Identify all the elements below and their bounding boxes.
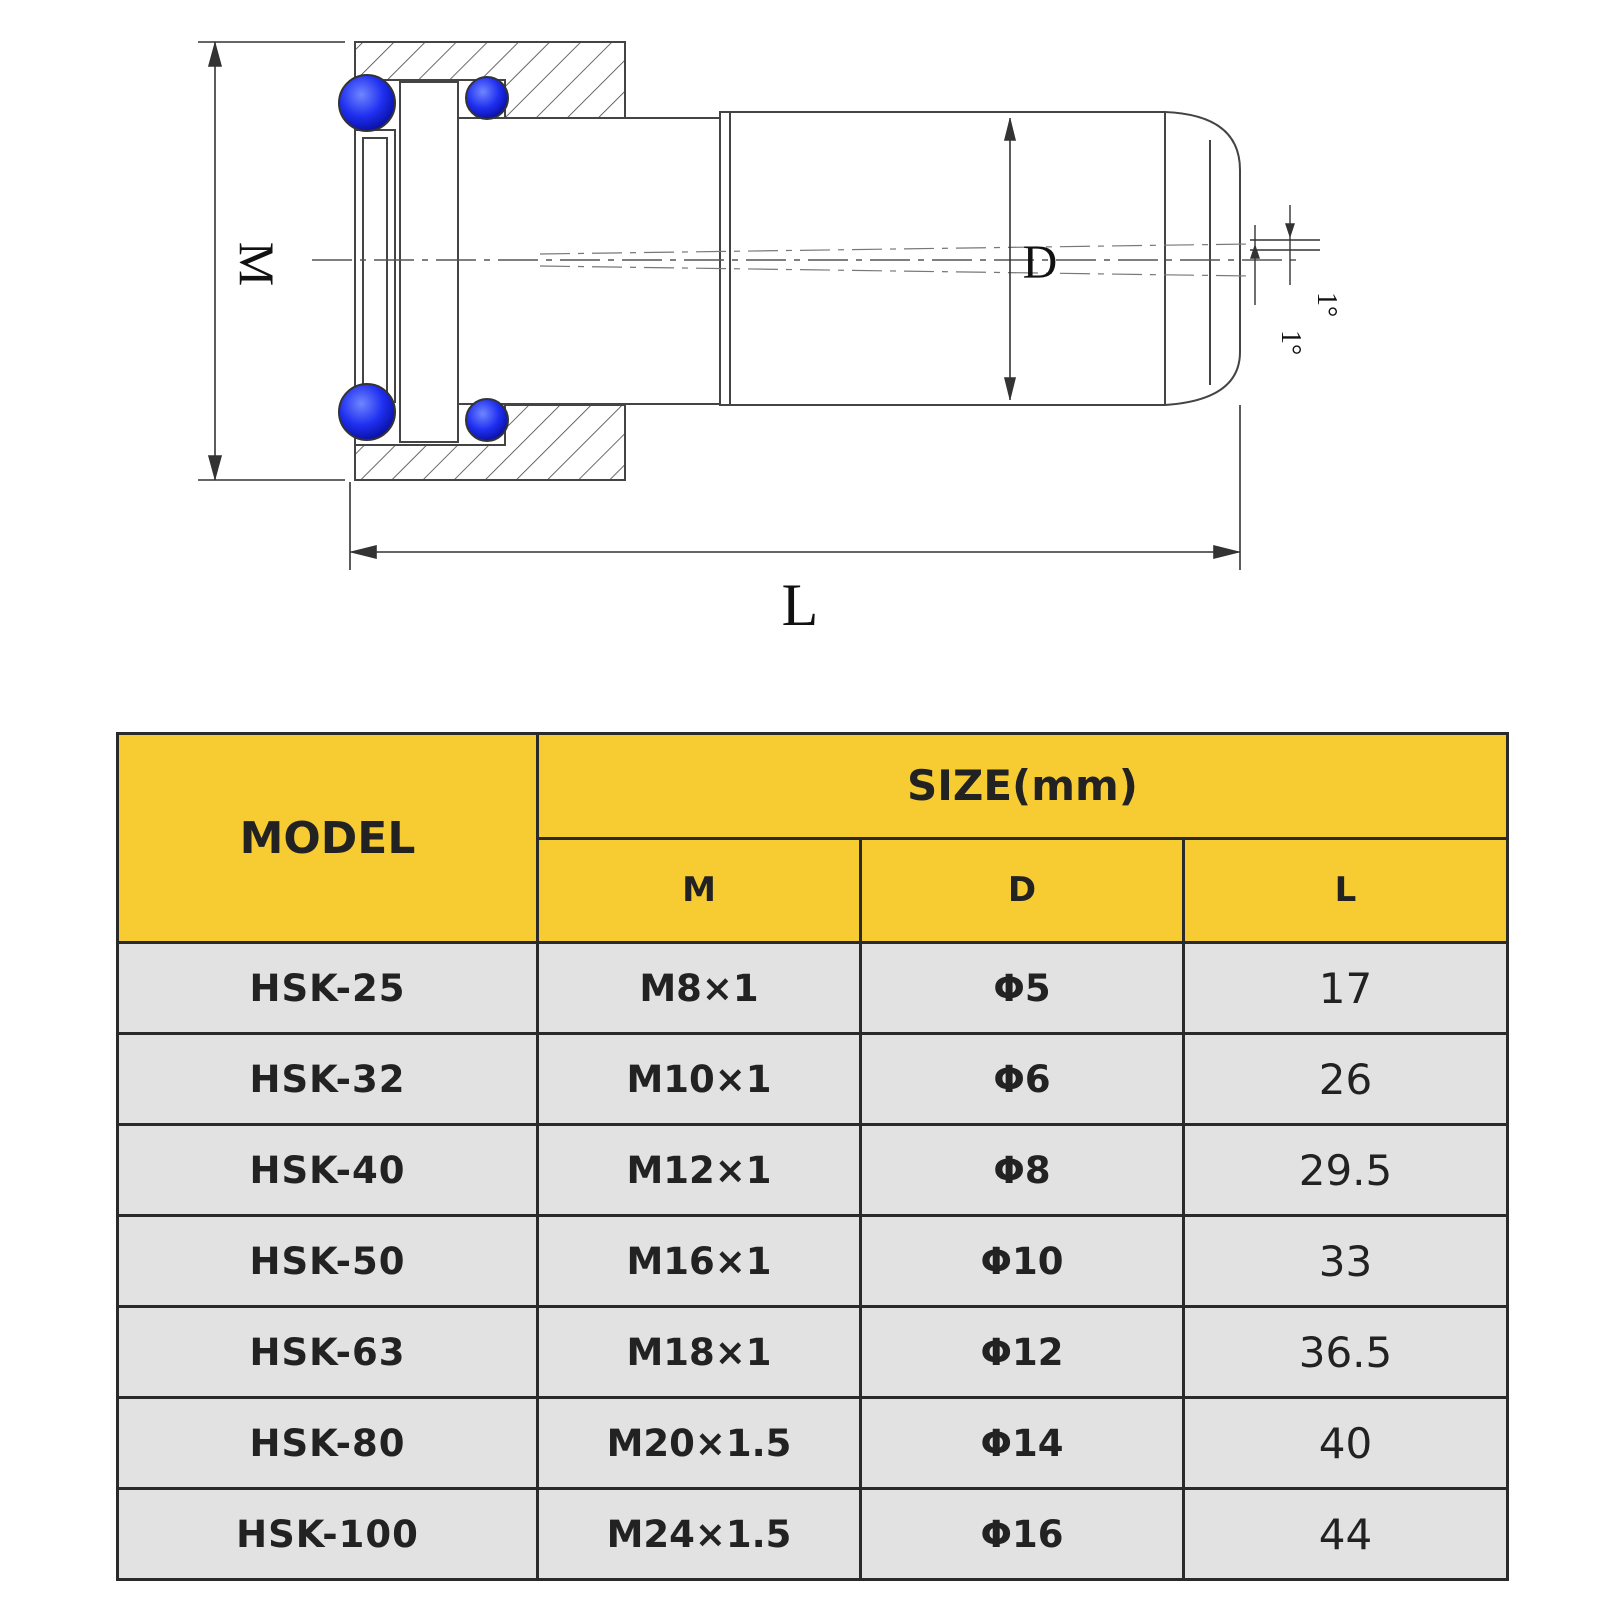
table-row: HSK-80 M20×1.5 Φ14 40 (116, 1396, 1509, 1490)
m-dimension (198, 40, 345, 482)
cell-model: HSK-40 (116, 1123, 539, 1217)
d-dimension-label: D (1023, 236, 1058, 289)
cell-l: 36.5 (1182, 1305, 1509, 1399)
cell-d: Φ5 (859, 941, 1185, 1035)
angle-label-bottom: 1° (1275, 330, 1306, 355)
header-col-l: L (1182, 836, 1509, 944)
cell-m: M10×1 (536, 1032, 862, 1126)
table-row: HSK-100 M24×1.5 Φ16 44 (116, 1487, 1509, 1581)
spec-table: MODEL SIZE(mm) M D L HSK-25 M8×1 Φ5 17 H… (116, 732, 1509, 1581)
seal-ball-bottom-left (338, 383, 396, 441)
cell-model: HSK-50 (116, 1214, 539, 1308)
angle-annotation (1250, 205, 1320, 305)
cell-model: HSK-100 (116, 1487, 539, 1581)
cell-d: Φ14 (859, 1396, 1185, 1490)
table-row: HSK-40 M12×1 Φ8 29.5 (116, 1123, 1509, 1217)
cell-l: 26 (1182, 1032, 1509, 1126)
table-body: HSK-25 M8×1 Φ5 17 HSK-32 M10×1 Φ6 26 HSK… (116, 941, 1509, 1581)
seal-balls (338, 74, 509, 442)
cell-m: M20×1.5 (536, 1396, 862, 1490)
table-row: HSK-32 M10×1 Φ6 26 (116, 1032, 1509, 1126)
cell-model: HSK-32 (116, 1032, 539, 1126)
shaft (719, 111, 1241, 406)
m-dimension-label: M (229, 242, 285, 286)
cell-model: HSK-63 (116, 1305, 539, 1399)
cell-d: Φ12 (859, 1305, 1185, 1399)
seal-ball-top-right (465, 76, 509, 120)
cell-m: M24×1.5 (536, 1487, 862, 1581)
cell-d: Φ16 (859, 1487, 1185, 1581)
l-dimension-label: L (782, 572, 819, 638)
d-dimension (1003, 118, 1017, 400)
cell-l: 17 (1182, 941, 1509, 1035)
table-row: HSK-25 M8×1 Φ5 17 (116, 941, 1509, 1035)
cell-m: M18×1 (536, 1305, 862, 1399)
cell-l: 44 (1182, 1487, 1509, 1581)
cell-m: M16×1 (536, 1214, 862, 1308)
header-col-d: D (859, 836, 1185, 944)
taper-lines (539, 243, 1251, 277)
table-header: MODEL SIZE(mm) M D L (116, 732, 1509, 944)
cell-l: 33 (1182, 1214, 1509, 1308)
l-dimension (349, 405, 1241, 570)
inner-flange (354, 81, 721, 443)
cell-model: HSK-25 (116, 941, 539, 1035)
cell-m: M8×1 (536, 941, 862, 1035)
angle-label-top: 1° (1311, 292, 1342, 317)
header-col-m: M (536, 836, 862, 944)
cell-d: Φ6 (859, 1032, 1185, 1126)
cell-l: 40 (1182, 1396, 1509, 1490)
table-row: HSK-63 M18×1 Φ12 36.5 (116, 1305, 1509, 1399)
table-row: HSK-50 M16×1 Φ10 33 (116, 1214, 1509, 1308)
technical-drawing: M D (198, 40, 1342, 638)
seal-ball-bottom-right (465, 398, 509, 442)
cell-model: HSK-80 (116, 1396, 539, 1490)
cell-m: M12×1 (536, 1123, 862, 1217)
cell-d: Φ8 (859, 1123, 1185, 1217)
header-model: MODEL (116, 732, 539, 944)
cell-l: 29.5 (1182, 1123, 1509, 1217)
header-size: SIZE(mm) (536, 732, 1509, 840)
cell-d: Φ10 (859, 1214, 1185, 1308)
seal-ball-top-left (338, 74, 396, 132)
